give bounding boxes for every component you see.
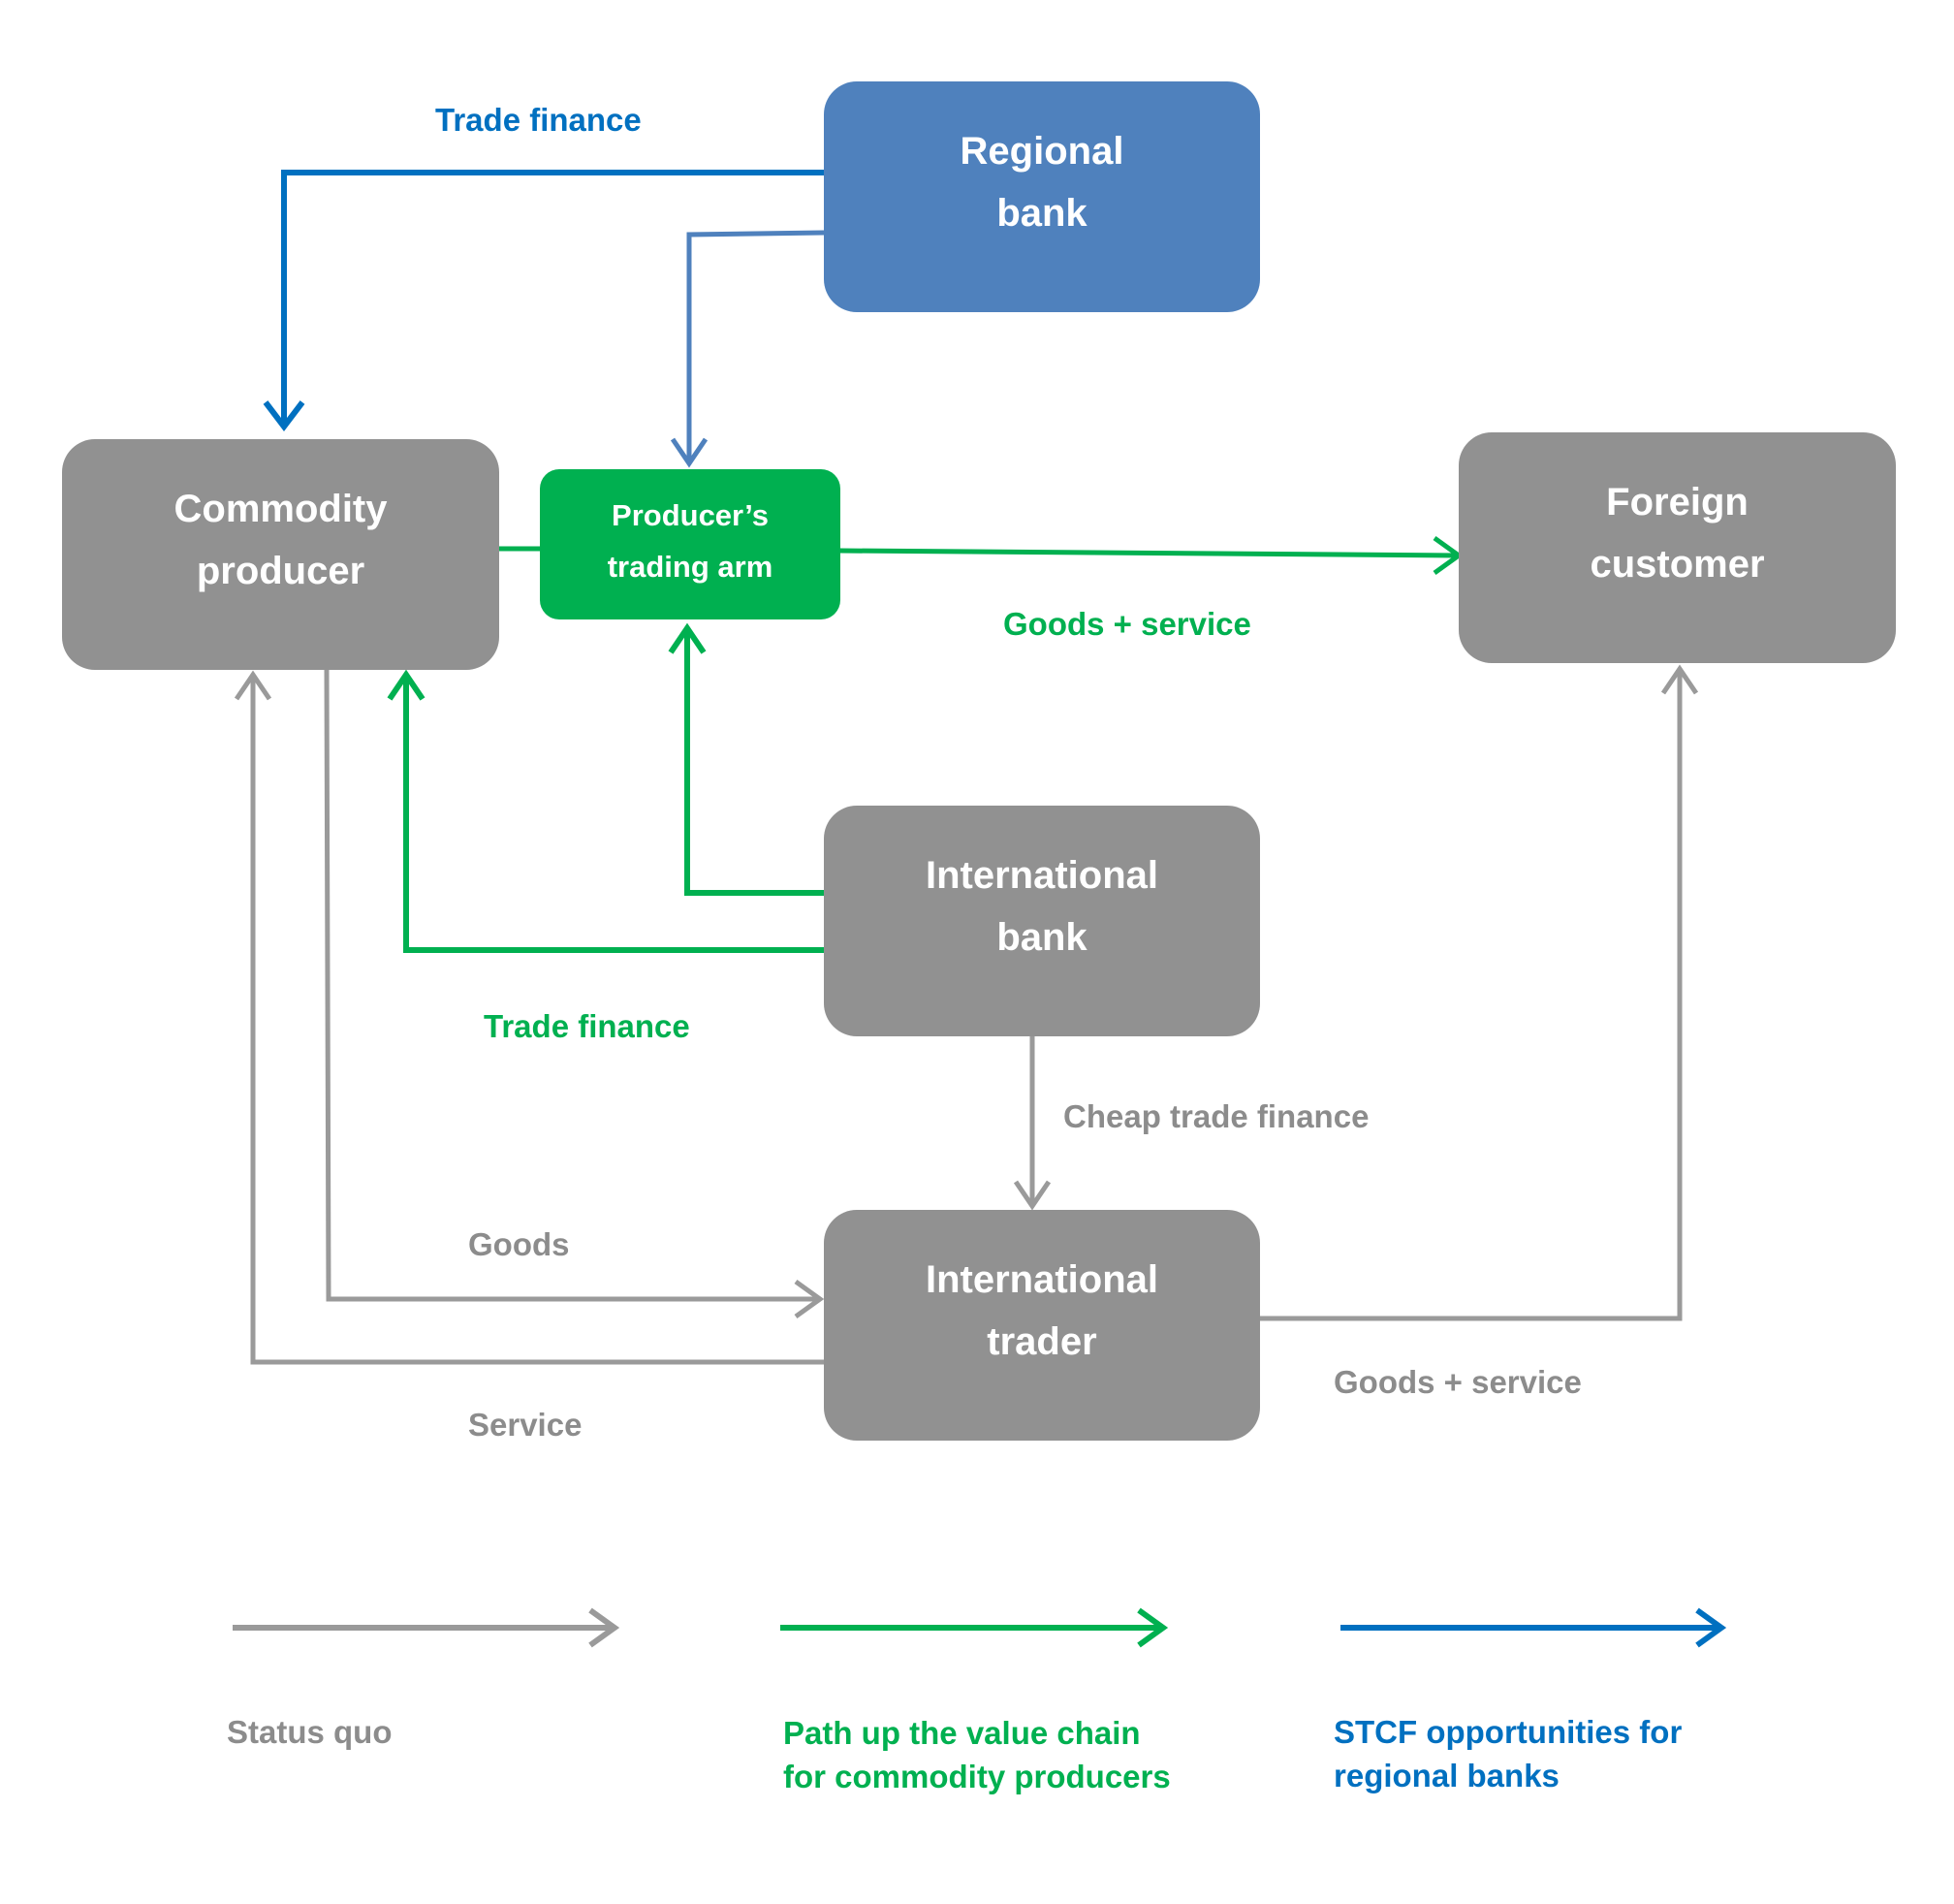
legend-label-value-chain: Path up the value chain for commodity pr…: [783, 1715, 1171, 1794]
arrow-trader-to-producer-service: [250, 675, 824, 1365]
arrow-intl-bank-to-producer: [403, 675, 824, 953]
arrow-trading-arm-to-foreign-customer: [838, 548, 1460, 558]
legend-label-status-quo: Status quo: [227, 1714, 393, 1750]
label-service: Service: [468, 1407, 583, 1443]
label-goods-service-green: Goods + service: [1003, 606, 1251, 642]
node-producers-trading-arm: Producer’s trading arm: [540, 469, 840, 619]
arrowhead-intl-bank-to-trading-arm: [668, 622, 707, 654]
label-goods-service-gray: Goods + service: [1334, 1364, 1582, 1400]
arrowhead-intl-bank-to-trader: [1013, 1180, 1052, 1211]
label-cheap-trade-finance: Cheap trade finance: [1063, 1098, 1370, 1134]
legend-label-stcf: STCF opportunities for regional banks: [1334, 1714, 1683, 1793]
legend-arrowhead-value-chain: [1137, 1607, 1169, 1648]
node-regional-bank: Regional bank: [824, 81, 1260, 312]
arrow-regional-bank-to-trading-arm: [686, 230, 825, 463]
label-goods: Goods: [468, 1226, 570, 1262]
arrow-producer-to-trader-goods: [324, 668, 820, 1302]
label-trade-finance-green: Trade finance: [484, 1008, 690, 1044]
arrowhead-trader-to-foreign-customer: [1660, 664, 1699, 695]
arrowhead-producer-to-trader-goods: [794, 1279, 825, 1319]
arrowhead-trader-to-producer-service: [234, 670, 272, 701]
node-foreign-customer: Foreign customer: [1459, 432, 1896, 663]
arrowhead-regional-bank-to-producer: [263, 400, 305, 431]
label-trade-finance-blue: Trade finance: [435, 102, 642, 138]
arrow-regional-bank-to-producer: [281, 170, 824, 427]
legend-arrowhead-status-quo: [588, 1607, 620, 1648]
legend-arrowhead-stcf: [1695, 1607, 1727, 1648]
arrow-trader-to-foreign-customer: [1260, 669, 1683, 1321]
arrowhead-regional-bank-to-trading-arm: [670, 437, 709, 468]
arrowhead-intl-bank-to-producer: [387, 669, 425, 701]
node-international-trader: International trader: [824, 1210, 1260, 1441]
node-commodity-producer: Commodity producer: [62, 439, 499, 670]
arrow-intl-bank-to-trading-arm: [684, 628, 824, 896]
node-international-bank: International bank: [824, 806, 1260, 1036]
